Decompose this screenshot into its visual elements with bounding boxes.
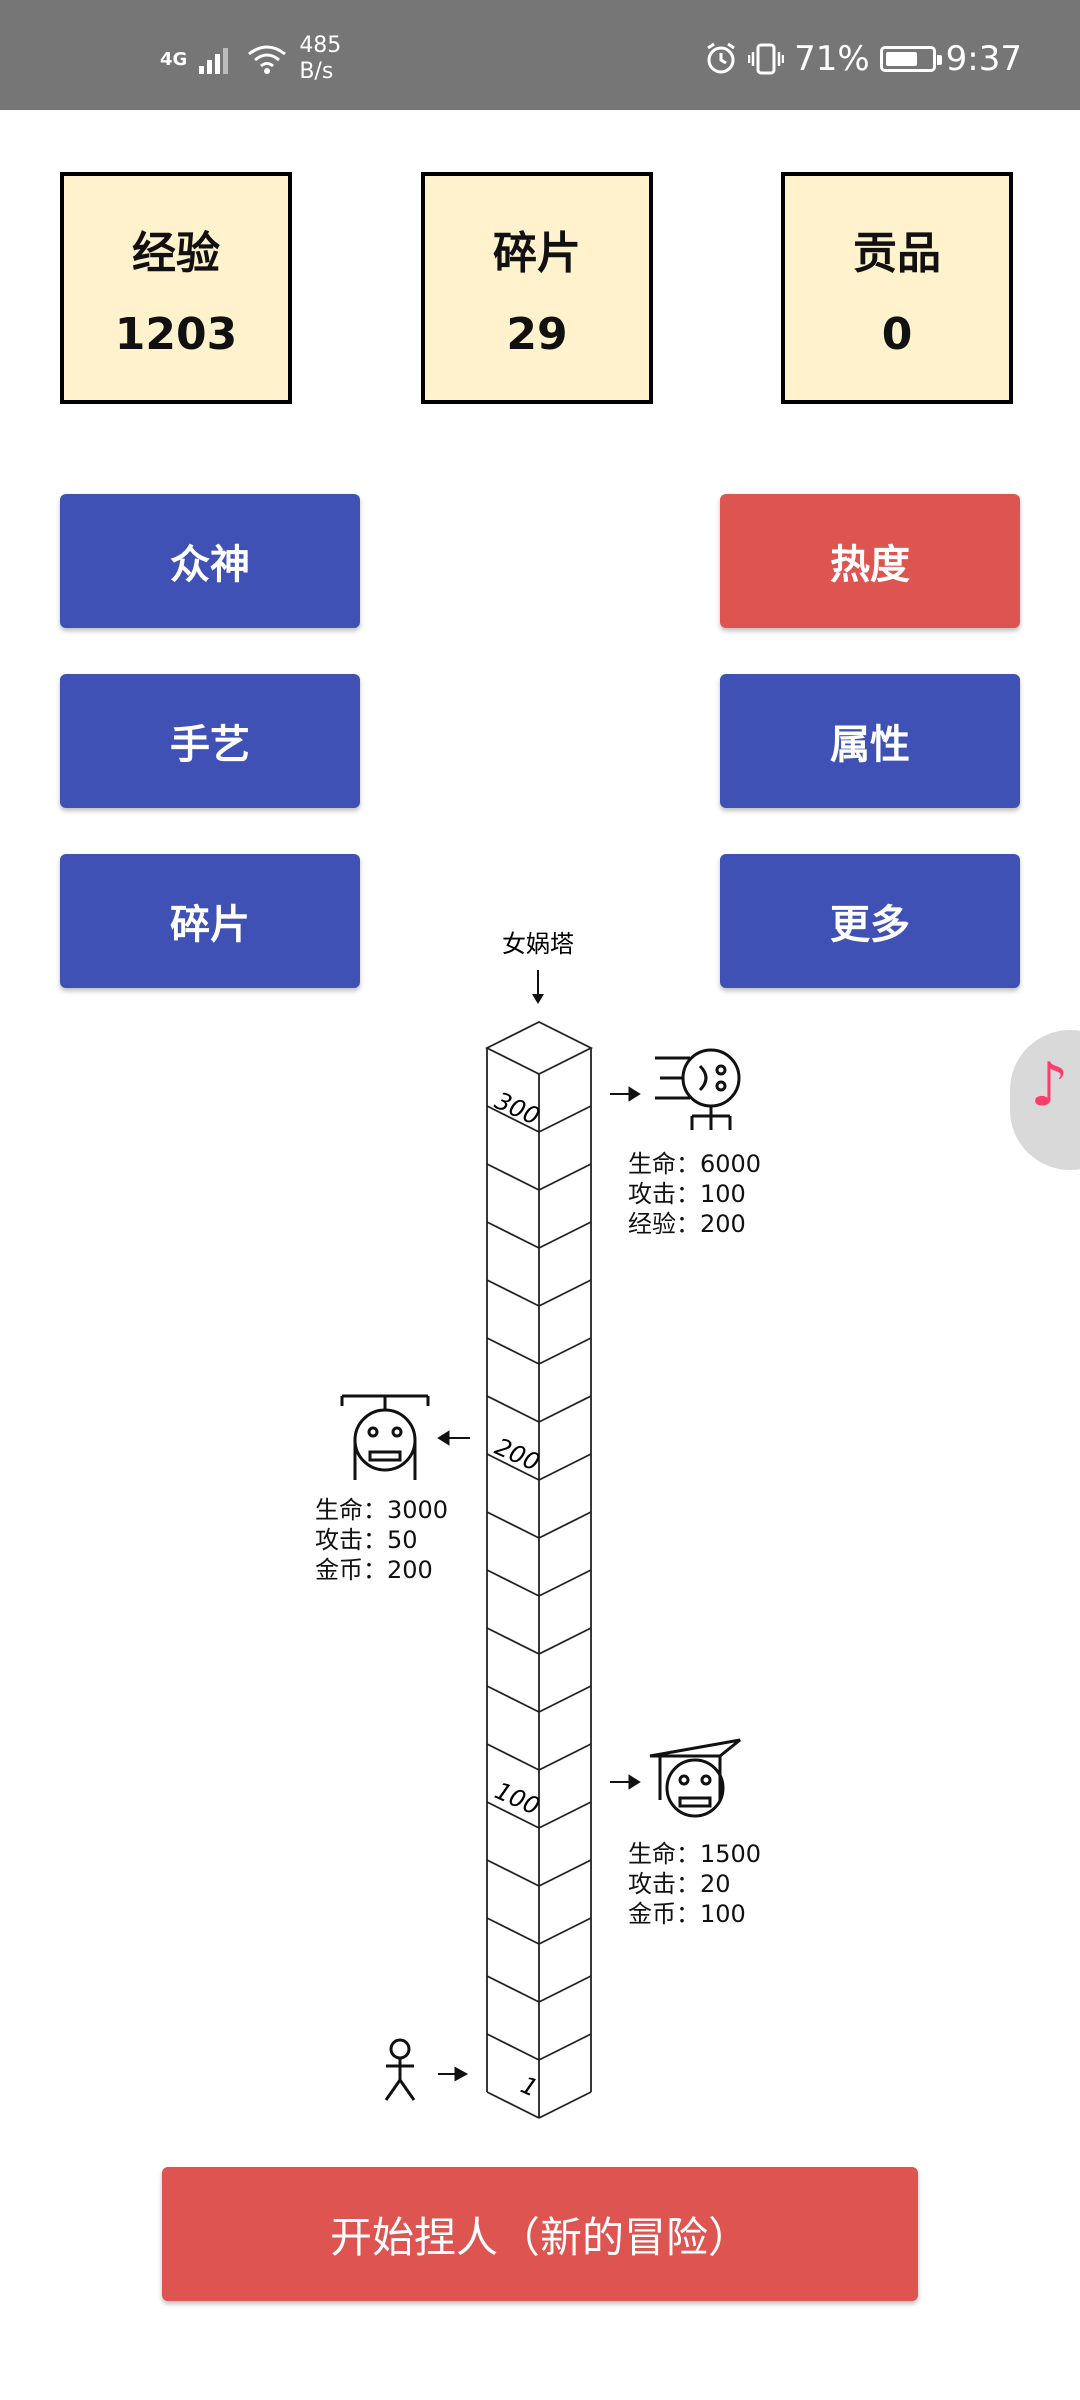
tower-floor-line-left (486, 1511, 540, 1539)
boss-100-atk: 攻击：20 (628, 1870, 731, 1898)
tribute-label: 贡品 (853, 227, 941, 279)
speed-unit: B/s (299, 59, 334, 84)
status-left: 4G 485 B/s (160, 33, 341, 85)
fragments-button[interactable]: 碎片 (60, 854, 360, 988)
tower-floor-line-left (486, 2033, 540, 2061)
heat-button[interactable]: 热度 (720, 494, 1020, 628)
fragment-card: 碎片 29 (421, 172, 653, 404)
tower-floor-line-right (538, 1221, 592, 1249)
tower-floor-line-right (538, 1743, 592, 1771)
tower-floor-line-right (538, 1337, 592, 1365)
tower-floor-line-left (486, 1627, 540, 1655)
tower-floor-line-right (538, 1279, 592, 1307)
tower-floor-line-right (538, 1395, 592, 1423)
boss-300-hp: 生命：6000 (628, 1150, 761, 1178)
tower-floor-line-right (538, 1627, 592, 1655)
tower-floor-line-left (486, 1453, 540, 1481)
exp-card: 经验 1203 (60, 172, 292, 404)
boss-200-gold: 金币：200 (315, 1556, 433, 1584)
gods-button[interactable]: 众神 (60, 494, 360, 628)
status-right: 71% 9:37 (704, 34, 1022, 84)
exp-value: 1203 (114, 308, 238, 360)
start-adventure-button[interactable]: 开始捏人（新的冒险） (162, 2167, 918, 2301)
tower-floor-line-right (538, 1859, 592, 1887)
floor-label-1: 1 (517, 2071, 542, 2103)
tower-floor-line-right (538, 2033, 592, 2061)
tower-floor-line-right (538, 2091, 592, 2119)
boss-300-exp: 经验：200 (628, 1210, 746, 1238)
fragment-value: 29 (506, 308, 568, 360)
tower-top-arrow (532, 970, 544, 1004)
network-type: 4G (160, 48, 188, 70)
network-speed: 485 B/s (299, 33, 341, 85)
attributes-button[interactable]: 属性 (720, 674, 1020, 808)
vibrate-icon (748, 43, 785, 75)
boss-300-icon (610, 1048, 741, 1130)
boss-200-atk: 攻击：50 (315, 1526, 418, 1554)
tower-floor-line-right (538, 1105, 592, 1133)
battery-percent: 71% (794, 39, 870, 79)
battery-icon (879, 46, 942, 72)
boss-100-icon (610, 1738, 741, 1818)
tower-floor-line-right (538, 1975, 592, 2003)
battery-fill (885, 52, 917, 66)
floating-music-widget[interactable]: ♪ (1010, 1030, 1080, 1170)
boss-200-stats: 生命：3000 攻击：50 金币：200 (315, 1496, 448, 1584)
floor-label-100: 100 (491, 1777, 544, 1821)
tower-floor-line-left (486, 1743, 540, 1771)
wifi-icon (248, 45, 287, 74)
signal-icon (199, 48, 229, 74)
boss-100-gold: 金币：100 (628, 1900, 746, 1928)
floor-label-300: 300 (491, 1087, 544, 1131)
music-note-icon: ♪ (1030, 1050, 1069, 1120)
clock: 9:37 (945, 39, 1022, 79)
tower-floor-line-left (486, 1859, 540, 1887)
tower-floor-line-right (538, 1163, 592, 1191)
boss-300-stats: 生命：6000 攻击：100 经验：200 (628, 1150, 761, 1238)
craft-button[interactable]: 手艺 (60, 674, 360, 808)
tower-floor-line-left (486, 1337, 540, 1365)
tribute-card: 贡品 0 (781, 172, 1013, 404)
boss-100-hp: 生命：1500 (628, 1840, 761, 1868)
player-figure-icon (384, 2038, 469, 2101)
tower-floor-line-left (486, 1105, 540, 1133)
tower-floor-line-right (538, 1685, 592, 1713)
speed-value: 485 (299, 33, 342, 58)
tower-floor-line-left (486, 1917, 540, 1945)
more-button[interactable]: 更多 (720, 854, 1020, 988)
tower-floor-line-left (486, 1163, 540, 1191)
exp-label: 经验 (132, 227, 220, 279)
tower-floor-line-right (538, 1917, 592, 1945)
tower-floor-line-right (538, 1569, 592, 1597)
tribute-value: 0 (881, 308, 913, 360)
tower-floor-line-left (486, 1685, 540, 1713)
tower-title: 女娲塔 (502, 930, 574, 958)
boss-200-hp: 生命：3000 (315, 1496, 448, 1524)
tower-floor-line-left (486, 1221, 540, 1249)
fragment-label: 碎片 (493, 227, 581, 279)
tower-floor-line-right (538, 1801, 592, 1829)
tower-top-face (484, 1020, 594, 1076)
tower-floor-line-left (486, 1279, 540, 1307)
alarm-icon (707, 42, 735, 74)
boss-200-icon (340, 1394, 470, 1480)
boss-300-atk: 攻击：100 (628, 1180, 746, 1208)
status-bar: 4G 485 B/s 71% 9:37 (0, 0, 1080, 110)
boss-100-stats: 生命：1500 攻击：20 金币：100 (628, 1840, 761, 1928)
floor-labels: 300 200 100 1 (491, 1087, 544, 2103)
tower-floor-line-left (486, 1975, 540, 2003)
tower-floor-line-left (486, 1395, 540, 1423)
tower-floor-line-left (486, 1801, 540, 1829)
floor-label-200: 200 (491, 1433, 544, 1477)
tower-floor-line-left (486, 2091, 540, 2119)
tower-floor-line-right (538, 1511, 592, 1539)
tower-floor-line-right (538, 1453, 592, 1481)
tower-floor-line-left (486, 1569, 540, 1597)
tower-column (484, 1020, 594, 2119)
